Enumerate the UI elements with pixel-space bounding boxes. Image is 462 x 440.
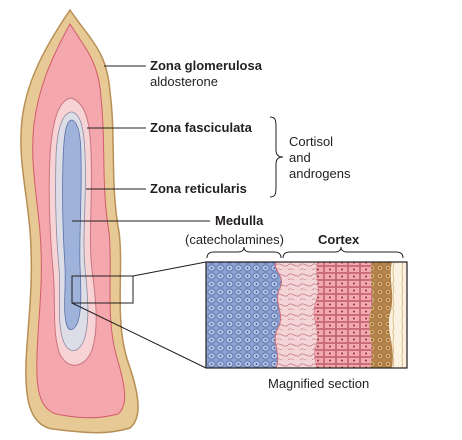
- cortex-brace: [282, 246, 404, 259]
- magnified-frame: [205, 261, 408, 369]
- zoom-line-bottom: [71, 302, 207, 369]
- reticularis-tissue: [274, 262, 319, 368]
- zona-glomerulosa-label: Zona glomerulosa: [150, 58, 262, 73]
- catecholamines-label: (catecholamines): [185, 232, 284, 247]
- androgens-label: androgens: [289, 166, 351, 181]
- fasciculata-tissue: [314, 262, 373, 368]
- magnified-section-label: Magnified section: [268, 376, 370, 391]
- cortex-label: Cortex: [318, 232, 360, 247]
- zona-reticularis-label: Zona reticularis: [150, 181, 247, 196]
- medulla-brace: [206, 246, 282, 259]
- hormone-brace: [269, 116, 284, 198]
- and-label: and: [289, 150, 311, 165]
- medulla-layer: [62, 119, 82, 331]
- glomerulosa-tissue: [369, 262, 393, 368]
- selection-box: [71, 275, 134, 304]
- medulla-tissue: [206, 262, 286, 368]
- section-braces: [206, 246, 404, 259]
- medulla-label: Medulla: [215, 213, 264, 228]
- magnified-section: [206, 262, 407, 368]
- leader-lines: [72, 65, 284, 222]
- zoom-line-top: [132, 261, 207, 277]
- aldosterone-label: aldosterone: [150, 74, 218, 89]
- zona-fasciculata-label: Zona fasciculata: [150, 120, 252, 135]
- cortisol-label: Cortisol: [289, 134, 334, 149]
- zoom-indicator: [71, 261, 207, 369]
- capsule-tissue: [389, 262, 407, 368]
